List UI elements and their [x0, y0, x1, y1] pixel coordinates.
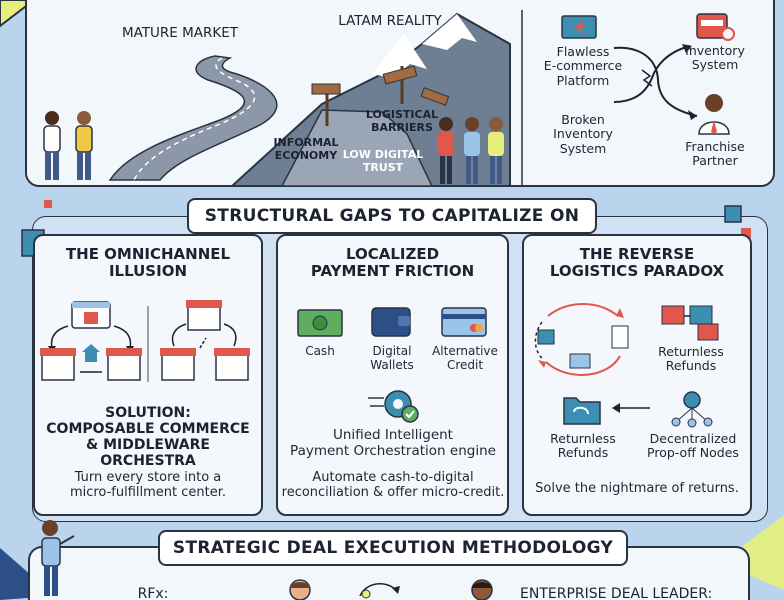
- returns-cycle-illustration: [534, 303, 629, 376]
- enterprise-deal-leader-label: ENTERPRISE DEAL LEADER:: [520, 586, 713, 600]
- deal-leader-avatar: [471, 579, 493, 600]
- reverse-logistics-card: [522, 234, 752, 516]
- latam-reality-label: LATAM REALITY: [338, 13, 442, 29]
- presenter-avatar: [41, 520, 75, 596]
- corner-triangle-bottom-right: [720, 515, 784, 590]
- road-illustration: [108, 55, 278, 181]
- decor-square-right: [724, 205, 751, 238]
- stores-network-illustration: [40, 300, 250, 382]
- credit-card-icon: [441, 307, 487, 337]
- decentralized-nodes-icon: [671, 391, 713, 428]
- structural-gaps-title: STRUCTURAL GAPS TO CAPITALIZE ON: [187, 198, 597, 234]
- orchestration-engine-icon: [368, 390, 419, 423]
- rfx-label: RFx:: [137, 586, 169, 600]
- rfx-person-avatar: [289, 579, 311, 600]
- omnichannel-solution: SOLUTION:COMPOSABLE COMMERCE& MIDDLEWARE…: [46, 405, 250, 470]
- process-loop-icon: [359, 583, 400, 599]
- payment-friction-card: [276, 234, 509, 516]
- franchise-partner-avatar: [698, 94, 730, 135]
- ecommerce-icon: [561, 15, 597, 39]
- mature-market-label: MATURE MARKET: [121, 25, 239, 41]
- returnless-refunds-folder-icon: [563, 397, 601, 425]
- inventory-system-icon: [696, 13, 735, 41]
- people-latam-illustration: [438, 117, 504, 184]
- reverse-logistics-description: Solve the nightmare of returns.: [535, 481, 739, 496]
- left-arrow: [612, 403, 650, 413]
- methodology-title: STRATEGIC DEAL EXECUTION METHODOLOGY: [158, 530, 628, 566]
- returnless-refunds-icon-right: [661, 305, 719, 341]
- broken-connection-arrows: [613, 44, 698, 120]
- digital-wallet-icon: [371, 307, 411, 337]
- people-mature-market-illustration: [43, 111, 93, 180]
- cash-icon: [297, 309, 343, 337]
- top-divider: [521, 10, 523, 185]
- cash-label: Cash: [305, 344, 335, 358]
